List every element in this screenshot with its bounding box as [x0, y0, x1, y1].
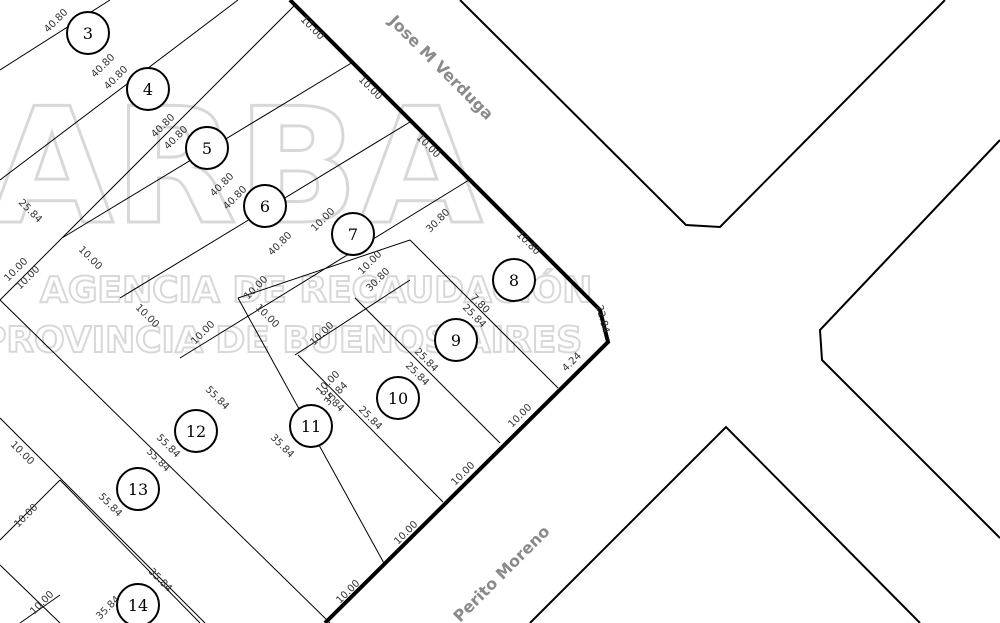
lot-line — [0, 4, 296, 301]
dimension-label: 10.00 — [298, 14, 326, 42]
parcel-number: 6 — [260, 197, 270, 216]
parcel-12[interactable]: 12 — [174, 409, 218, 453]
dimension-label: 10.80 — [514, 229, 542, 257]
parcel-3[interactable]: 3 — [66, 11, 110, 55]
lot-line — [0, 564, 61, 623]
parcel-number: 13 — [128, 480, 148, 499]
parcel-circle — [331, 212, 375, 256]
parcel-circle — [66, 11, 110, 55]
watermark-line-2: PROVINCIA DE BUENOS AIRES — [0, 320, 582, 361]
parcel-circle — [289, 404, 333, 448]
parcel-number: 12 — [186, 422, 206, 441]
watermark: ARBA AGENCIA DE RECAUDACIÓN PROVINCIA DE… — [0, 72, 593, 363]
street-outlines — [459, 0, 1000, 623]
parcel-9[interactable]: 9 — [434, 318, 478, 362]
parcel-number: 9 — [451, 331, 461, 350]
lot-line — [0, 299, 331, 623]
lot-line — [0, 479, 61, 541]
dimension-label: 10.00 — [8, 439, 36, 467]
watermark-logo: ARBA — [0, 73, 483, 260]
lot-line — [59, 479, 201, 623]
parcel-4[interactable]: 4 — [126, 67, 170, 111]
dimension-label: 22.84 — [593, 304, 611, 335]
dimension-label: 10.00 — [12, 502, 40, 530]
lot-line — [354, 297, 501, 444]
parcel-number: 8 — [509, 271, 519, 290]
parcel-10[interactable]: 10 — [376, 376, 420, 420]
dimension-label: 10.00 — [28, 589, 56, 617]
dimension-label: 10.00 — [506, 402, 534, 430]
parcel-number: 14 — [128, 596, 148, 615]
parcel-number: 11 — [301, 417, 321, 436]
parcel-8[interactable]: 8 — [492, 258, 536, 302]
street-edge-north — [459, 0, 946, 229]
parcel-number: 4 — [143, 80, 153, 99]
street-name-perito-moreno: Perito Moreno — [449, 522, 553, 623]
parcel-number: 5 — [202, 139, 212, 158]
parcel-number: 3 — [83, 24, 93, 43]
lot-line — [237, 239, 411, 299]
street-edge-east — [818, 139, 1000, 539]
lot-line — [409, 239, 559, 389]
parcel-number: 7 — [348, 225, 358, 244]
parcel-circle — [434, 318, 478, 362]
parcel-circle — [126, 67, 170, 111]
parcel-circle — [116, 467, 160, 511]
parcel-circle — [116, 583, 160, 623]
lot-line — [297, 354, 444, 503]
parcel-circle — [243, 184, 287, 228]
parcel-number: 10 — [388, 389, 408, 408]
lot-line — [294, 279, 411, 356]
parcel-circle — [174, 409, 218, 453]
block-frontage — [288, 0, 611, 623]
parcel-5[interactable]: 5 — [185, 126, 229, 170]
parcel-13[interactable]: 13 — [116, 467, 160, 511]
lot-line — [0, 0, 239, 181]
parcel-circle — [492, 258, 536, 302]
parcel-markers: 3 4 5 6 7 8 9 10 — [66, 11, 536, 623]
parcel-6[interactable]: 6 — [243, 184, 287, 228]
parcel-7[interactable]: 7 — [331, 212, 375, 256]
parcel-circle — [376, 376, 420, 420]
parcel-circle — [185, 126, 229, 170]
street-edge-south — [529, 425, 921, 623]
lot-line — [19, 594, 61, 623]
parcel-11[interactable]: 11 — [289, 404, 333, 448]
lot-line — [0, 417, 206, 623]
dimension-label: 55.84 — [203, 384, 231, 412]
parcel-14[interactable]: 14 — [116, 583, 160, 623]
